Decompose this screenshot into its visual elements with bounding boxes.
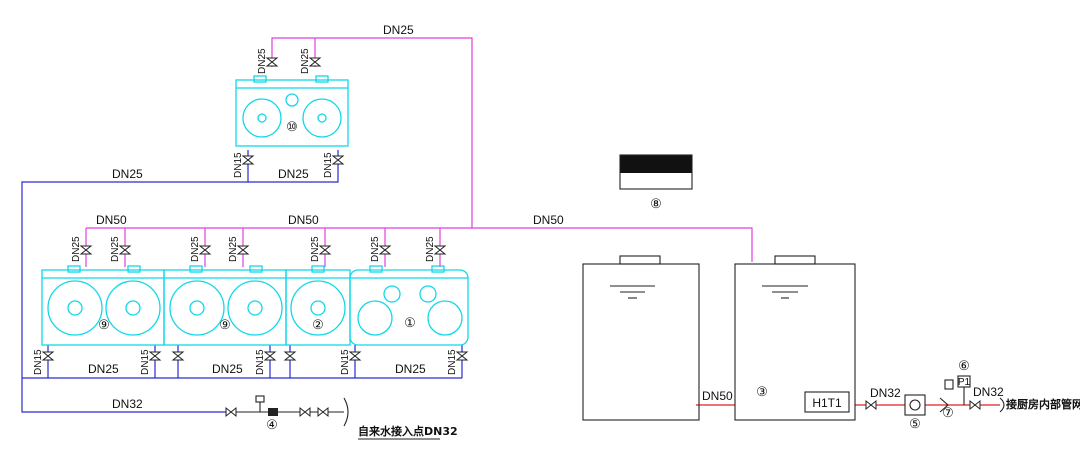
pipe-label-vertical: DN25: [228, 236, 239, 262]
equipment-unit-9b: ⑨: [163, 265, 287, 346]
equipment-unit-1: ①: [349, 265, 469, 346]
label-e3: ③: [756, 385, 768, 400]
equipment-unit-8: ⑧: [619, 154, 693, 212]
pipe-label: DN50: [702, 389, 733, 403]
meter-label: P1: [958, 377, 971, 388]
label-e5: ⑤: [909, 417, 921, 432]
pipe-label: DN25: [278, 167, 309, 181]
vertical-pipe-labels: DN25 DN25 DN15 DN15 DN25 DN25 DN25 DN25 …: [33, 48, 458, 375]
pipe-label: DN32: [973, 385, 1004, 399]
equipment-unit-2: ②: [285, 265, 351, 346]
pipe-label: DN32: [112, 397, 143, 411]
label-e2: ②: [312, 318, 324, 333]
outlet-assembly: ⑤ P1 ⑥ ⑦ 接厨房内部管网: [865, 359, 1080, 432]
equipment-unit-9a: ⑨: [41, 265, 165, 346]
label-e4: ④: [266, 418, 278, 433]
pipe-label-vertical: DN25: [425, 236, 436, 262]
pipe-label: DN25: [112, 167, 143, 181]
pipe-label-vertical: DN25: [110, 236, 121, 262]
tank-right: H1T1 ③: [734, 255, 856, 421]
pipe-label-vertical: DN25: [257, 48, 268, 74]
pink-pipe-network: [85, 37, 753, 267]
pipe-labels: DN25 DN25 DN25 DN50 DN50 DN50 DN25 DN25 …: [88, 23, 1004, 411]
pipe-label-vertical: DN25: [300, 48, 311, 74]
pipe-label: DN25: [383, 23, 414, 37]
inlet-assembly: ④ 自来水接入点DN32: [225, 395, 458, 440]
pipe-label: DN25: [212, 362, 243, 376]
pipe-label: DN50: [533, 213, 564, 227]
tank-left: [582, 255, 700, 421]
label-e1: ①: [404, 316, 416, 331]
pipe-label-vertical: DN15: [447, 349, 458, 375]
pipe-label-vertical: DN15: [340, 349, 351, 375]
label-e9a: ⑨: [98, 318, 110, 333]
water-inlet-note: 自来水接入点DN32: [358, 424, 458, 438]
pipe-label-vertical: DN15: [233, 152, 244, 178]
pipe-label-vertical: DN25: [71, 236, 82, 262]
label-e10: ⑩: [286, 120, 298, 135]
pipe-label-vertical: DN15: [140, 349, 151, 375]
label-e7: ⑦: [942, 406, 954, 421]
pipe-label-vertical: DN25: [370, 236, 381, 262]
pipe-label: DN25: [88, 362, 119, 376]
tank-label: H1T1: [812, 396, 842, 410]
blue-pipe-network: [21, 150, 463, 413]
equipment-unit-10: ⑩: [235, 75, 349, 147]
pipe-label: DN50: [288, 213, 319, 227]
valves-top: [79, 57, 447, 255]
label-e8: ⑧: [650, 197, 662, 212]
pipe-label-vertical: DN15: [255, 349, 266, 375]
pipe-label-vertical: DN25: [310, 236, 321, 262]
pipe-label: DN32: [870, 386, 901, 400]
label-e9b: ⑨: [219, 318, 231, 333]
label-e6: ⑥: [958, 359, 970, 374]
pipe-label: DN25: [395, 362, 426, 376]
pipe-label: DN50: [96, 213, 127, 227]
pipe-label-vertical: DN25: [190, 236, 201, 262]
kitchen-pipe-note: 接厨房内部管网: [1006, 397, 1080, 411]
valves-bottom: [41, 155, 469, 361]
pipe-label-vertical: DN15: [323, 152, 334, 178]
pipe-label-vertical: DN15: [33, 349, 44, 375]
